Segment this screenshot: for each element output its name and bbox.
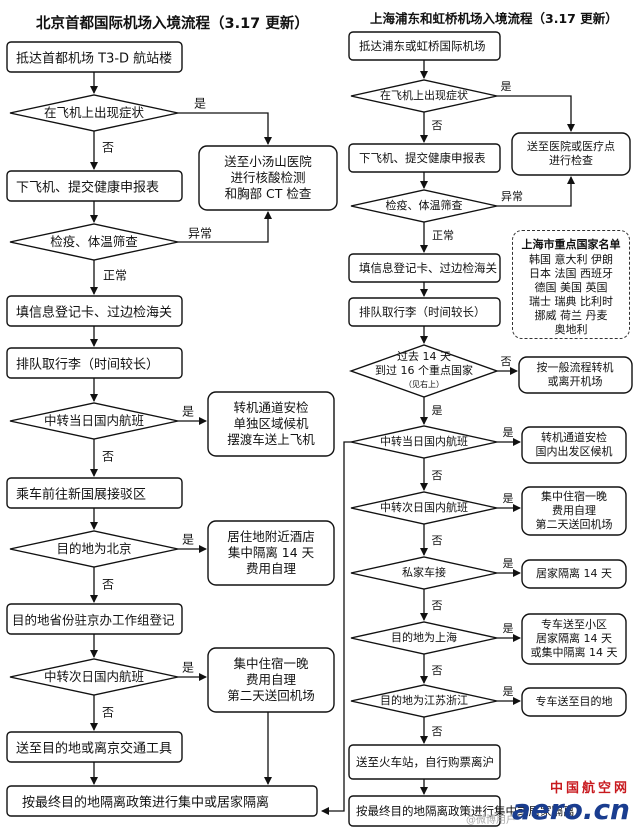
l-baggage-text: 排队取行李（时间较长） (16, 357, 160, 373)
r-deplane-text: 下飞机、提交健康申报表 (359, 151, 486, 165)
legend-row: 韩国 意大利 伊朗 (529, 253, 613, 266)
r-general-box (518, 356, 633, 394)
right-title: 上海浦东和虹桥机场入境流程（3.17 更新） (370, 11, 618, 26)
legend-row: 瑞士 瑞典 比利时 (529, 295, 613, 308)
r-yes-6: 是 (502, 685, 514, 698)
weibo-watermark: @微博用户 (466, 815, 516, 826)
r-final-text: 按最终目的地隔离政策进行集中或居家隔离 (356, 804, 575, 818)
r-normal-label: 正常 (432, 229, 454, 242)
l-q-same-day-text: 中转当日国内航班 (43, 413, 145, 428)
r-no-2: 否 (431, 469, 443, 482)
r-transfer-text: 转机通道安检 国内出发区候机 (535, 431, 613, 458)
r-no-4: 否 (431, 599, 443, 612)
r-hospital-text: 送至医院或医疗点 进行检查 (527, 140, 615, 167)
r-no-6: 否 (431, 725, 443, 738)
l-register-text: 目的地省份驻京办工作组登记 (12, 612, 175, 628)
r-q-private-car-text: 私家车接 (402, 566, 446, 579)
l-yes-2: 是 (181, 404, 195, 419)
r-arrive-text: 抵达浦东或虹桥国际机场 (359, 39, 486, 53)
l-no-1: 否 (101, 140, 115, 155)
l-final-box (6, 785, 318, 817)
r-community-box (521, 613, 627, 665)
r-home-text: 居家隔离 14 天 (536, 567, 612, 580)
r-yes-1: 是 (500, 80, 512, 93)
l-hotel-box (207, 520, 335, 586)
r-no-3: 否 (431, 534, 443, 547)
r-general-text: 按一般流程转机 或离开机场 (536, 361, 614, 388)
r-edge-abnormal (497, 176, 575, 207)
logo-en-text: aero.cn (511, 793, 630, 826)
r-community-text: 专车送至小区 居家隔离 14 天 或集中隔离 14 天 (530, 618, 618, 659)
l-transfer-box (207, 391, 335, 457)
l-edge-abnormal (178, 211, 272, 243)
r-hospital-box (511, 132, 631, 176)
legend-row: 奥地利 (554, 323, 588, 336)
r-home-box (521, 559, 627, 589)
l-yes-1: 是 (193, 96, 207, 111)
r-q-shanghai-text: 目的地为上海 (391, 631, 457, 644)
r-yes-14days: 是 (431, 404, 443, 417)
r-q-symptom-text: 在飞机上出现症状 (380, 89, 468, 102)
l-hospital-text: 送至小汤山医院 进行核酸检测 和胸部 CT 检查 (224, 154, 312, 201)
l-yes-4: 是 (181, 660, 195, 675)
r-yes-2: 是 (502, 426, 514, 439)
l-no-4: 否 (101, 705, 115, 720)
l-hotel-text: 居住地附近酒店 集中隔离 14 天 费用自理 (227, 529, 315, 576)
r-yes-5: 是 (502, 622, 514, 635)
l-q-symptom-text: 在飞机上出现症状 (43, 105, 145, 120)
r-q-jzz-text: 目的地为江苏浙江 (380, 694, 468, 707)
r-q-14days-text: 过去 14 天 到过 16 个重点国家 （见右上） (375, 350, 473, 389)
r-no-1: 否 (431, 119, 443, 132)
l-transfer-text: 转机通道安检 单独区域候机 摆渡车送上飞机 (227, 400, 315, 447)
l-hospital-box (198, 145, 338, 211)
r-busdest-box (521, 687, 627, 717)
logo-cn-text: 中国航空网 (549, 781, 630, 796)
l-q-quarantine-text: 检疫、体温筛查 (50, 234, 138, 249)
l-bus-text: 乘车前往新国展接驳区 (16, 487, 147, 503)
r-yes-4: 是 (502, 557, 514, 570)
r-edge-yes-symptom (497, 95, 575, 132)
r-q-same-day-text: 中转当日国内航班 (380, 435, 468, 448)
l-abnormal-label: 异常 (187, 226, 213, 241)
l-deplane-text: 下飞机、提交健康申报表 (16, 180, 160, 196)
legend-row: 日本 法国 西班牙 (529, 267, 613, 280)
aero-cn-logo: 中国航空网 aero.cn (512, 777, 630, 824)
left-title: 北京首都国际机场入境流程（3.17 更新） (36, 16, 309, 32)
l-q-next-day-text: 中转次日国内航班 (43, 669, 145, 684)
key-country-legend: 上海市重点国家名单 韩国 意大利 伊朗 日本 法国 西班牙 德国 美国 英国 瑞… (512, 230, 630, 339)
r-transfer-box (521, 426, 627, 464)
l-q-beijing-text: 目的地为北京 (56, 541, 132, 556)
r-train-text: 送至火车站，自行购票离沪 (356, 755, 494, 769)
l-no-3: 否 (101, 577, 115, 592)
r-q-quarantine-text: 检疫、体温筛查 (385, 199, 463, 212)
r-no-5: 否 (431, 664, 443, 677)
r-no-14days: 否 (500, 355, 512, 368)
r-abnormal-label: 异常 (501, 190, 523, 203)
r-baggage-text: 排队取行李（时间较长） (359, 305, 486, 319)
l-no-2: 否 (101, 449, 115, 464)
l-overnight-text: 集中住宿一晚 费用自理 第二天送回机场 (227, 656, 315, 703)
l-normal-label: 正常 (102, 268, 128, 283)
legend-row: 德国 美国 英国 (534, 281, 608, 294)
r-busdest-text: 专车送至目的地 (535, 695, 613, 708)
r-final-box (348, 795, 501, 827)
l-final-text: 按最终目的地隔离政策进行集中或居家隔离 (22, 795, 270, 811)
legend-title: 上海市重点国家名单 (521, 238, 621, 251)
r-overnight-box (521, 486, 627, 536)
legend-row: 挪威 荷兰 丹麦 (534, 309, 608, 322)
r-border-text: 填信息登记卡、过边检海关 (359, 261, 497, 275)
l-edge-yes-symptom (178, 112, 272, 145)
l-overnight-box (207, 647, 335, 713)
l-send-text: 送至目的地或离京交通工具 (16, 741, 173, 757)
l-border-text: 填信息登记卡、过边检海关 (16, 305, 173, 321)
r-overnight-text: 集中住宿一晚 费用自理 第二天送回机场 (535, 490, 613, 531)
l-yes-3: 是 (181, 532, 195, 547)
l-arrive-text: 抵达首都机场 T3-D 航站楼 (16, 51, 173, 67)
r-yes-3: 是 (502, 492, 514, 505)
r-q-next-day-text: 中转次日国内航班 (380, 501, 468, 514)
r-edge-sameday-loop (321, 441, 351, 815)
